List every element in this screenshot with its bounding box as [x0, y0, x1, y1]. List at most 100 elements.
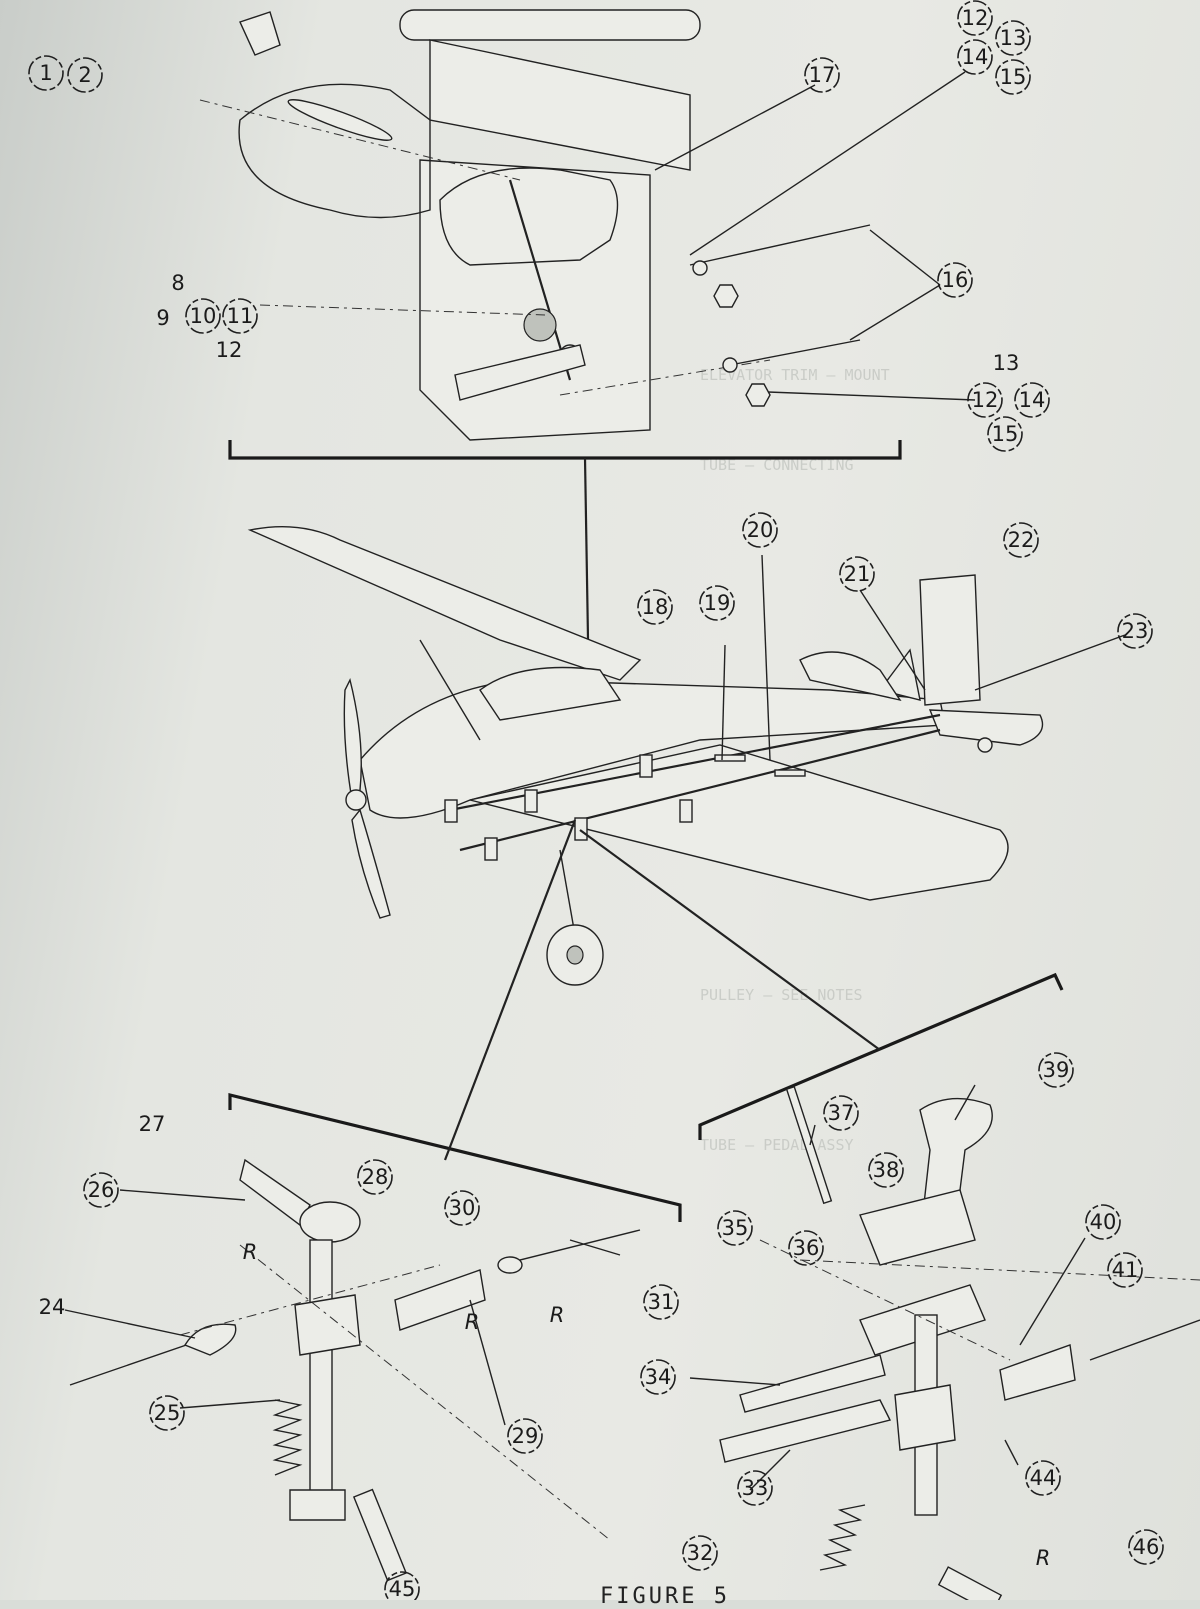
callout-16: 16	[937, 262, 973, 298]
arm-plate	[999, 1344, 1076, 1401]
callout-circle	[737, 1470, 773, 1506]
right-group-leader	[579, 829, 881, 1051]
svg-text:PULLEY — SEE NOTES: PULLEY — SEE NOTES	[700, 986, 863, 1004]
top-group-bracket	[228, 440, 902, 460]
callout-21: 21	[839, 556, 875, 592]
left-group-bracket	[228, 1092, 682, 1222]
pedal-pad	[299, 1201, 361, 1243]
callout-number: 29	[512, 1424, 539, 1448]
cable-upper	[689, 224, 871, 266]
callout-circle	[788, 1230, 824, 1266]
callout-number: 24	[39, 1295, 66, 1319]
callout-26: 26	[83, 1172, 119, 1208]
callout-number: 44	[1030, 1466, 1057, 1490]
callout-19: 19	[699, 585, 735, 621]
callout-33: 33	[737, 1470, 773, 1506]
callout-circle	[384, 1571, 420, 1600]
callout-number: 28	[362, 1165, 389, 1189]
callout-circle	[149, 1395, 185, 1431]
callout-12: 12	[967, 382, 1003, 418]
return-spring	[272, 1399, 303, 1476]
bellcrank	[394, 1269, 486, 1331]
nut	[745, 383, 771, 407]
callout-number: 10	[190, 304, 217, 328]
callout-number: 25	[154, 1401, 181, 1425]
pedal-post	[309, 1239, 333, 1501]
callout-circle	[637, 589, 673, 625]
callout-31: 31	[643, 1284, 679, 1320]
pedal-tube	[739, 1354, 886, 1413]
right-group-bracket	[698, 972, 1064, 1140]
tail-wheel	[977, 737, 993, 753]
callout-circle	[682, 1535, 718, 1571]
nut	[713, 284, 739, 308]
callout-circle	[823, 1095, 859, 1131]
callout-circle	[1085, 1204, 1121, 1240]
callout-circle	[804, 57, 840, 93]
callout-circle	[868, 1152, 904, 1188]
trim-wheel	[523, 308, 557, 342]
callout-circle	[444, 1190, 480, 1226]
callout-circle	[937, 262, 973, 298]
callout-number: 13	[993, 351, 1020, 375]
callout-32: 32	[682, 1535, 718, 1571]
left-stabilizer	[799, 651, 902, 702]
callout-number: 46	[1133, 1535, 1160, 1559]
callout-13: 13	[995, 20, 1031, 56]
callout-number: 26	[88, 1178, 115, 1202]
callout-circle	[507, 1418, 543, 1454]
cable-lower	[729, 339, 861, 366]
callout-number: 40	[1090, 1210, 1117, 1234]
callout-circle	[1107, 1252, 1143, 1288]
callout-number: 22	[1008, 528, 1035, 552]
callout-35: 35	[717, 1210, 753, 1246]
right-pedal-assembly	[689, 1084, 1200, 1600]
callout-37: 37	[823, 1095, 859, 1131]
callout-circle	[995, 59, 1031, 95]
callout-circle	[185, 298, 221, 334]
callout-8: 8	[171, 271, 184, 295]
handle-slot	[287, 99, 393, 141]
left-pedal-assembly	[64, 1158, 641, 1582]
callout-30: 30	[444, 1190, 480, 1226]
callout-circle	[643, 1284, 679, 1320]
callout-circle	[742, 512, 778, 548]
callout-circle	[967, 382, 1003, 418]
torque-tube	[399, 9, 701, 41]
callout-14: 14	[957, 39, 993, 75]
callout-number: 14	[962, 45, 989, 69]
pin	[937, 1566, 1003, 1600]
airplane-illustration	[247, 526, 1126, 986]
callout-number: 31	[648, 1290, 675, 1314]
callout-number: 23	[1122, 619, 1149, 643]
turnbuckle	[183, 1323, 237, 1356]
callout-number: 41	[1112, 1258, 1139, 1282]
lower-arm	[454, 344, 586, 401]
callout-34: 34	[640, 1359, 676, 1395]
callout-number: 1	[39, 61, 52, 85]
right-stabilizer	[928, 709, 1044, 746]
callout-circle	[957, 0, 993, 36]
callout-46: 46	[1128, 1529, 1164, 1565]
cotter-pin-mark: R	[465, 1310, 480, 1334]
callout-number: 11	[227, 304, 254, 328]
left-wing	[247, 526, 642, 681]
wing-strut	[419, 639, 481, 741]
callout-circle	[1117, 613, 1153, 649]
callout-circle	[640, 1359, 676, 1395]
pedal-tube	[719, 1399, 892, 1463]
callout-27: 27	[139, 1112, 166, 1136]
propeller-lower	[351, 808, 391, 919]
callout-10: 10	[185, 298, 221, 334]
callout-number: 17	[809, 63, 836, 87]
mount-plate	[294, 1294, 361, 1356]
callout-circle	[699, 585, 735, 621]
pedal-foot	[289, 1489, 346, 1521]
cotter-pin-mark: R	[243, 1240, 258, 1264]
callout-circle	[1025, 1460, 1061, 1496]
knob	[239, 11, 281, 56]
cotter-pin-mark: R	[1036, 1546, 1051, 1570]
pin	[352, 1488, 408, 1582]
callout-circle	[83, 1172, 119, 1208]
callout-9: 9	[156, 306, 169, 330]
